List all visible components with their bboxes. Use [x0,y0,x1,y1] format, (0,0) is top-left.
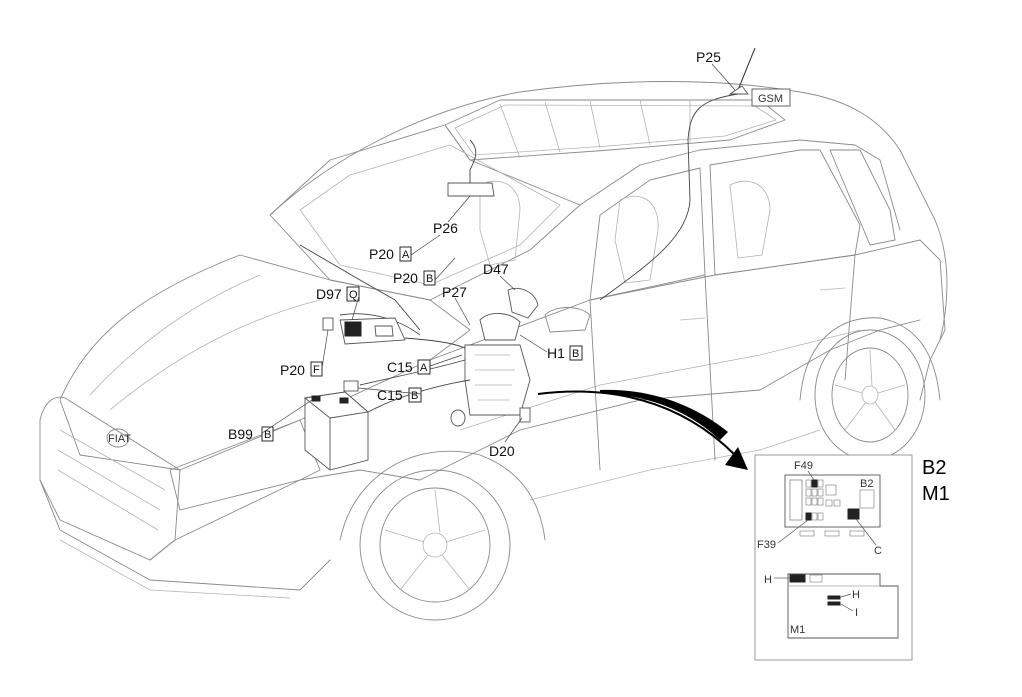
detail-inset: B2 M1 F49 [754,454,950,661]
gsm-label: GSM [758,93,783,105]
label-p20b-box: B [426,273,433,285]
detail-title-m1: M1 [922,483,950,505]
detail-title-b2: B2 [922,457,946,479]
module-h-left-label: H [764,574,772,586]
label-h1b-box: B [572,348,579,360]
pointer-arrow [537,389,748,470]
fiat-badge [106,428,130,448]
gsm-box [751,88,791,107]
rear-wheel [799,317,941,461]
module-m1-label: M1 [790,624,805,636]
antenna [737,47,756,91]
module-h-right-label: H [852,589,860,601]
fuse-f39-label: F39 [757,539,776,551]
rearview-mirror [447,182,495,197]
battery [303,391,370,471]
front-wheel [339,450,546,621]
module-i-label: I [855,607,858,619]
label-b99b-box: B [264,429,271,441]
p20f-plug [322,317,334,331]
fuse-f49-label: F49 [794,460,813,472]
connector-c-label: C [874,545,882,557]
car-body: FIAT [39,81,948,621]
connector-labels: P25 P26 P20 A P20 B D47 D97 Q P27 H1 B P… [228,49,721,459]
label-d20: D20 [489,443,515,459]
label-p25: P25 [696,49,721,65]
label-b99b-code: B99 [228,426,253,442]
leader-lines [261,63,736,443]
label-d97q-code: D97 [316,286,342,302]
label-d97q-box: Q [349,289,358,301]
label-d47: D47 [483,261,509,277]
connector-cluster [464,287,539,423]
label-c15a-box: A [420,362,428,374]
fiat-badge-text: FIAT [108,433,131,445]
fuse-box [784,474,881,537]
c15b-plug [343,380,359,392]
horn [450,409,466,427]
label-p20a-code: P20 [369,246,394,262]
label-p20f-code: P20 [280,362,305,378]
label-c15b-code: C15 [377,387,403,403]
label-p26: P26 [433,220,458,236]
label-c15a-code: C15 [387,359,413,375]
label-p20a-box: A [402,249,410,261]
antenna-base [728,85,749,95]
arrow-head [725,447,748,470]
label-c15b-box: B [411,390,418,402]
label-p27: P27 [442,284,467,300]
fuse-box-b2-label: B2 [860,478,873,490]
label-p20f-box: F [313,364,320,376]
electrical-parts: GSM [299,47,791,471]
label-p20b-code: P20 [393,270,418,286]
dashboard-unit [339,317,406,345]
module-m1 [787,573,899,639]
label-h1b-code: H1 [547,345,565,361]
